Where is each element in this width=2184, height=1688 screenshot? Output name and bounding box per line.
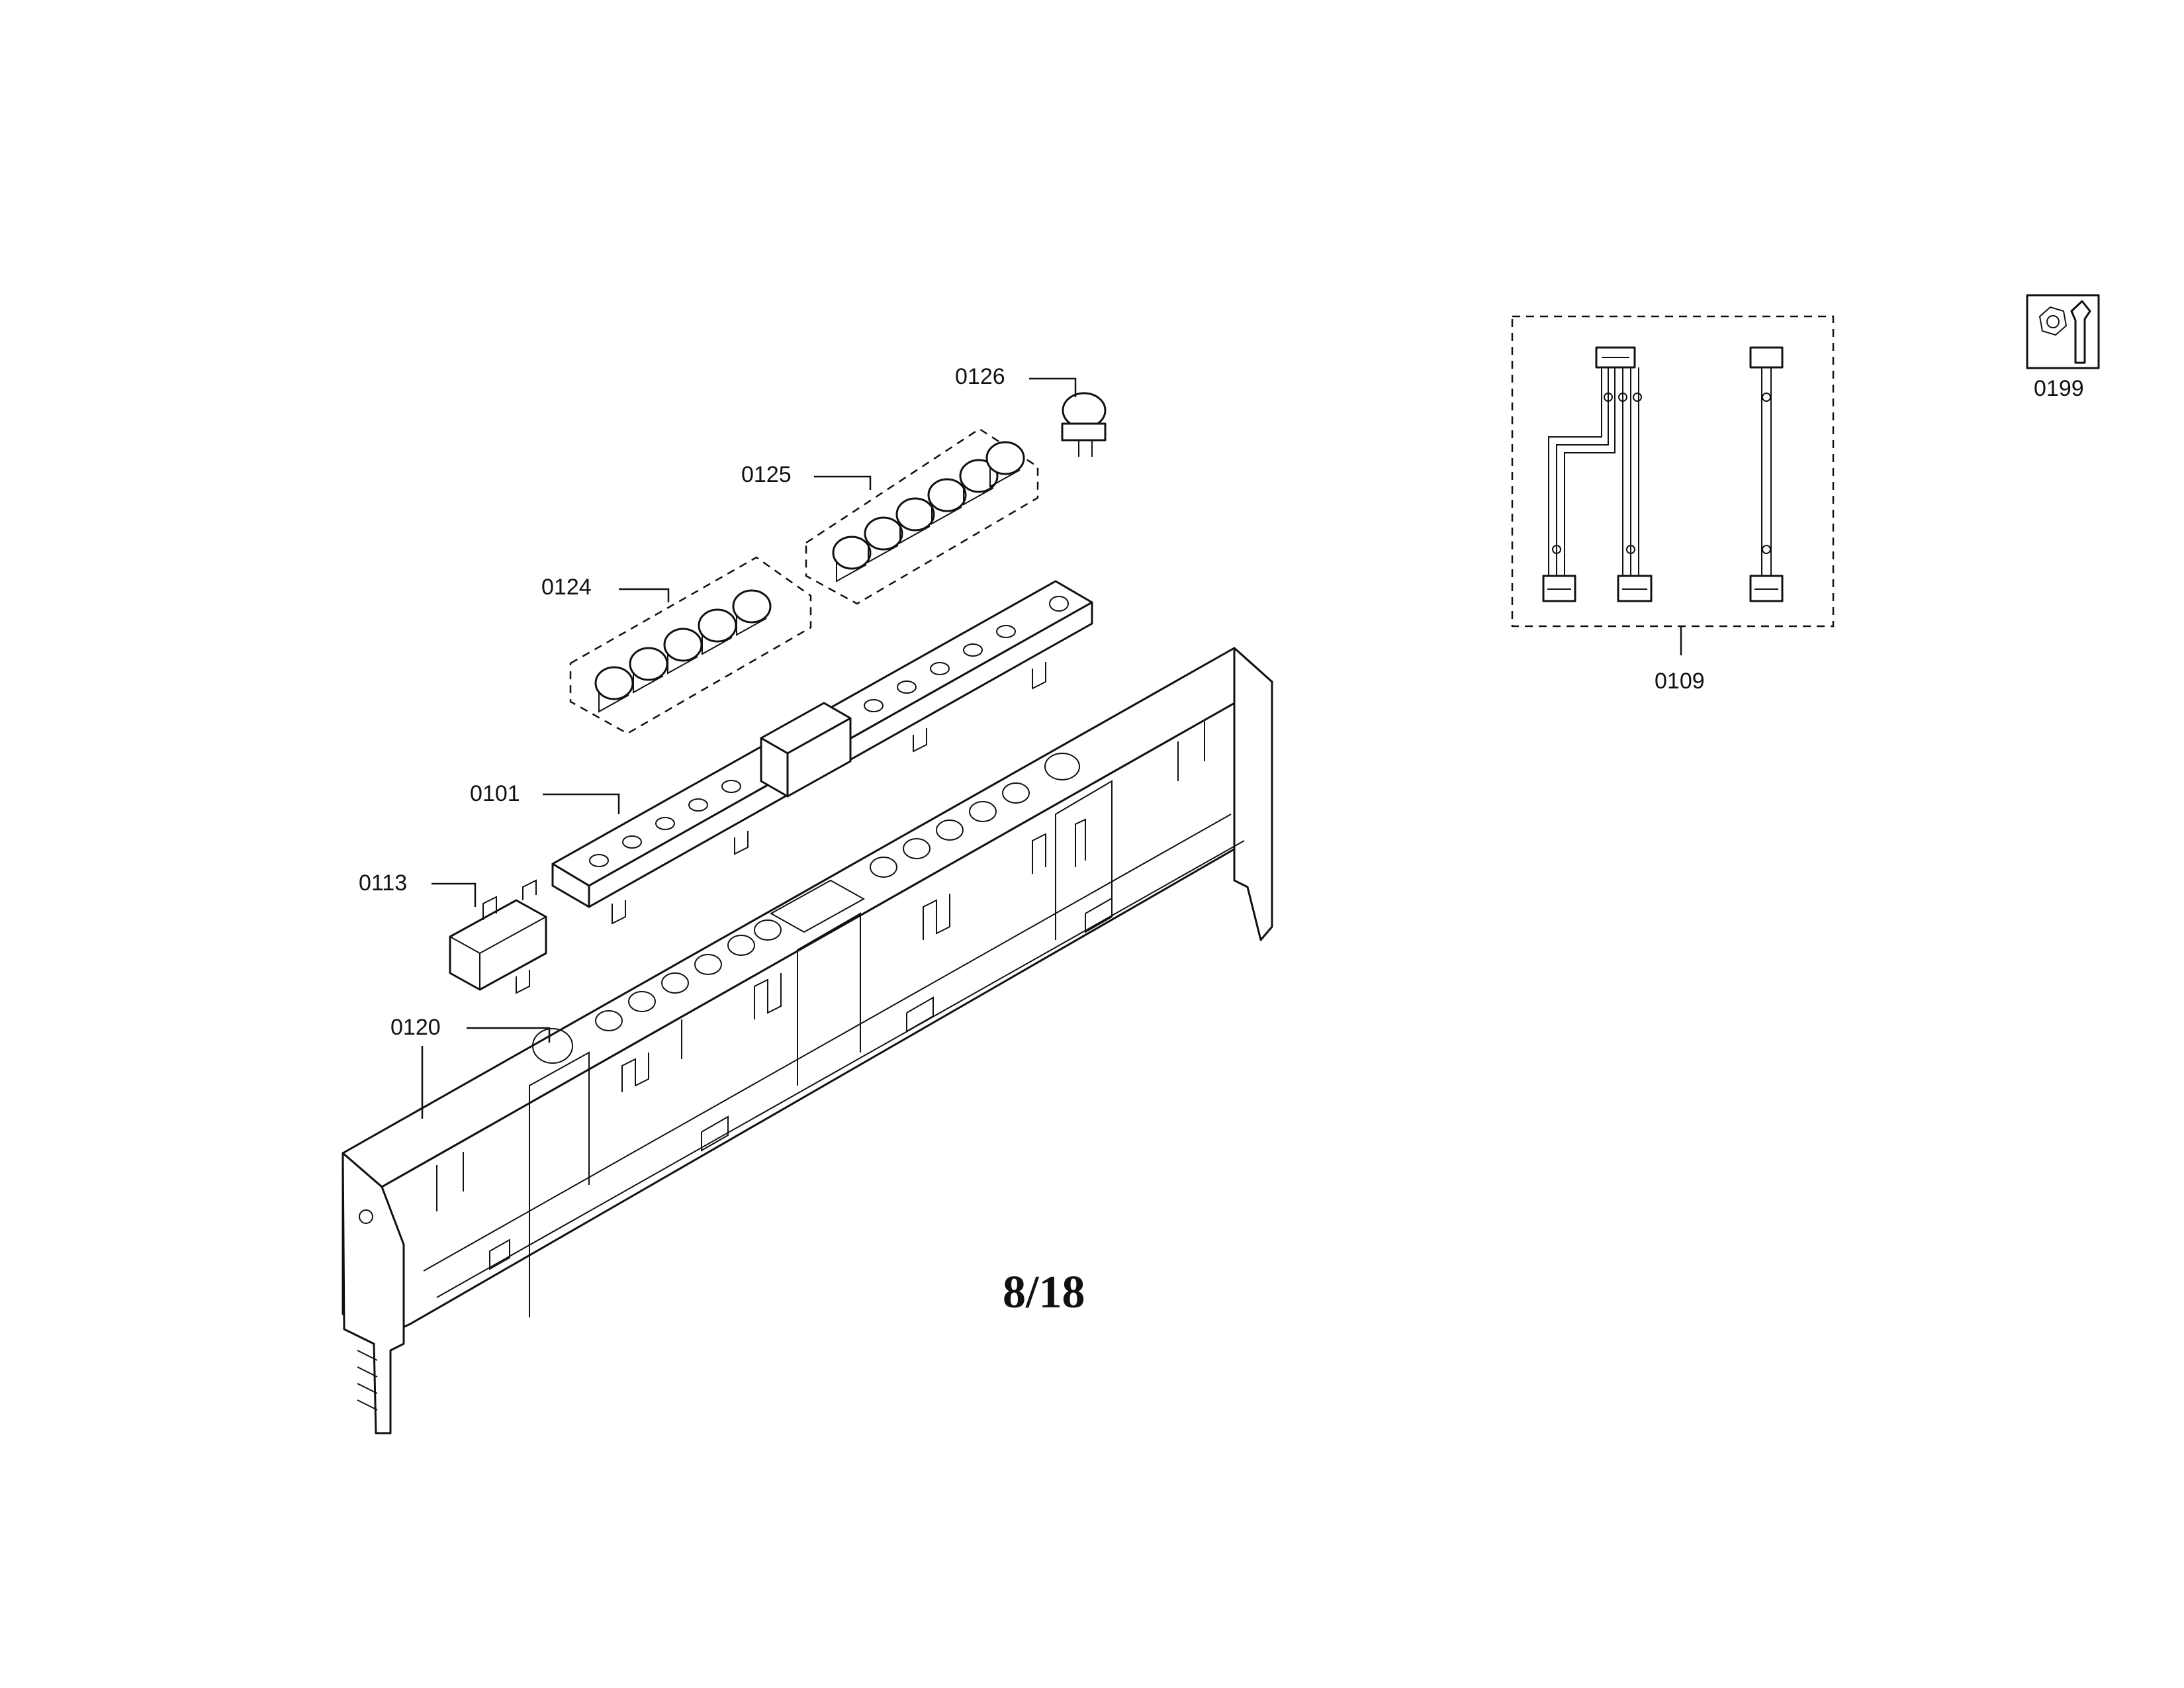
callout-0126: 0126 xyxy=(955,364,1005,389)
page-number: 8/18 xyxy=(1003,1267,1085,1318)
callout-0125: 0125 xyxy=(741,462,792,487)
leader-lines xyxy=(421,377,1077,1119)
callout-0101: 0101 xyxy=(470,781,520,806)
push-buttons-left xyxy=(594,589,772,713)
callout-0113: 0113 xyxy=(359,870,407,896)
button-holes xyxy=(532,753,1080,1064)
callout-labels: 0126 0125 0124 0101 0113 0120 0109 0199 xyxy=(359,364,2084,1040)
back-wall-ribs xyxy=(436,722,1205,1317)
nut-wrench-icon xyxy=(2026,294,2100,369)
wire-harness-0109 xyxy=(1511,315,1835,655)
switch-0113 xyxy=(449,879,547,994)
callout-0109: 0109 xyxy=(1655,669,1705,694)
button-seats xyxy=(589,596,1069,867)
push-buttons-right xyxy=(832,441,1025,583)
button-set-0125 xyxy=(805,428,1039,605)
button-holder-0101 xyxy=(551,580,1093,925)
control-panel-fascia xyxy=(341,647,1273,1434)
callout-0120: 0120 xyxy=(390,1015,441,1040)
callout-0199: 0199 xyxy=(2034,376,2084,401)
callout-0124: 0124 xyxy=(541,575,592,600)
button-set-0124 xyxy=(569,556,812,735)
single-button-0126 xyxy=(1061,392,1107,457)
